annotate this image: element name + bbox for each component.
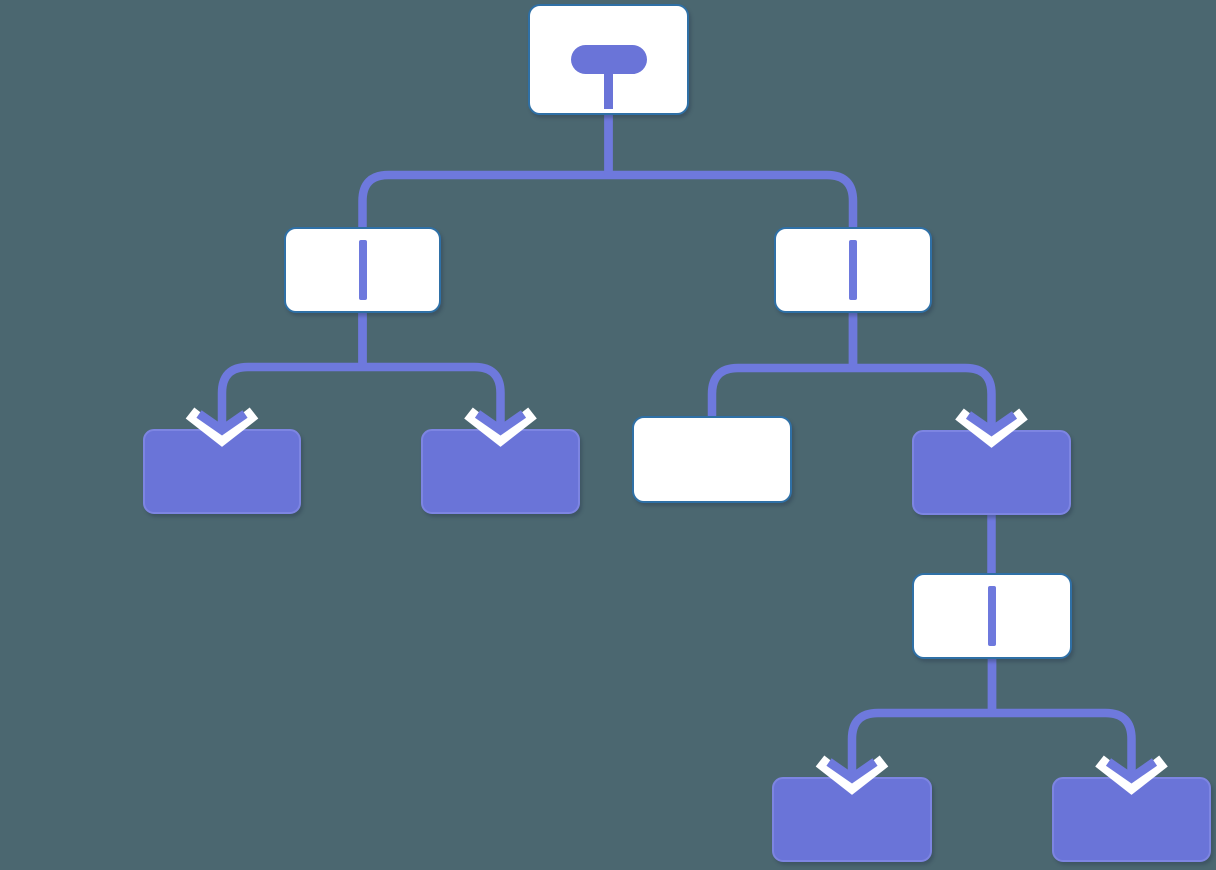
vertical-line-icon [849, 240, 857, 300]
node-branch-lower[interactable] [912, 573, 1072, 659]
node-drop-target-3[interactable] [912, 430, 1071, 515]
node-root[interactable] [528, 4, 689, 115]
vertical-line-icon [358, 240, 367, 300]
node-branch-right[interactable] [774, 227, 932, 313]
vertical-line-icon [988, 586, 996, 646]
node-plain[interactable] [632, 416, 792, 503]
node-branch-left[interactable] [284, 227, 441, 313]
node-drop-target-5[interactable] [1052, 777, 1211, 862]
root-pill-icon [570, 45, 647, 74]
root-stem-icon [604, 72, 613, 109]
node-drop-target-4[interactable] [772, 777, 932, 862]
node-drop-target-2[interactable] [421, 429, 580, 514]
node-drop-target-1[interactable] [143, 429, 301, 514]
